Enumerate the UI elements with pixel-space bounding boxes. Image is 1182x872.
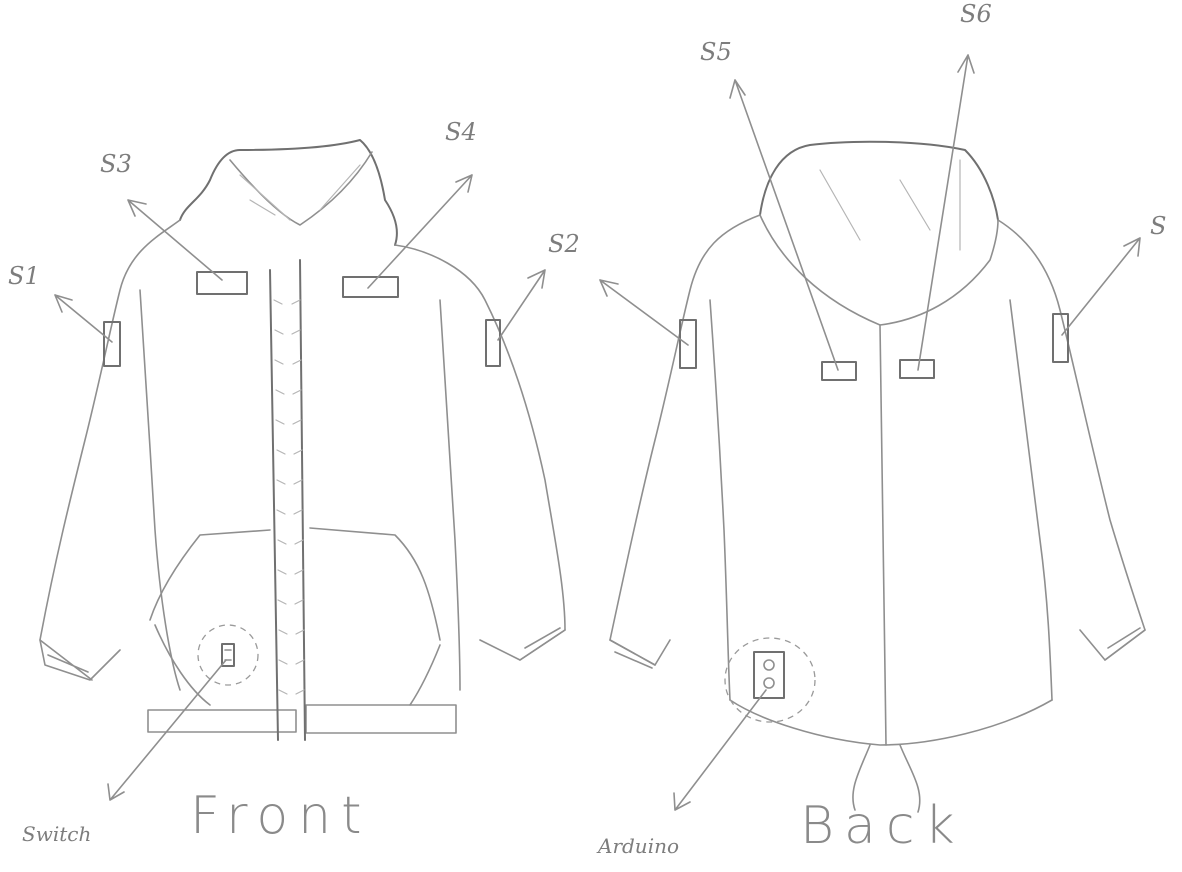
label-back: Back bbox=[800, 796, 965, 856]
label-front: Front bbox=[190, 786, 372, 846]
label-s6: S6 bbox=[960, 0, 992, 28]
back-arrows bbox=[600, 55, 1140, 810]
label-s3: S3 bbox=[100, 150, 132, 178]
front-jacket bbox=[40, 140, 565, 800]
label-switch: Switch bbox=[22, 822, 91, 846]
label-s7: S bbox=[1150, 212, 1166, 240]
label-arduino: Arduino bbox=[598, 834, 679, 858]
label-s4: S4 bbox=[445, 118, 477, 146]
back-jacket bbox=[600, 55, 1145, 812]
label-s2: S2 bbox=[548, 230, 580, 258]
label-s1: S1 bbox=[8, 262, 40, 290]
label-s5: S5 bbox=[700, 38, 732, 66]
